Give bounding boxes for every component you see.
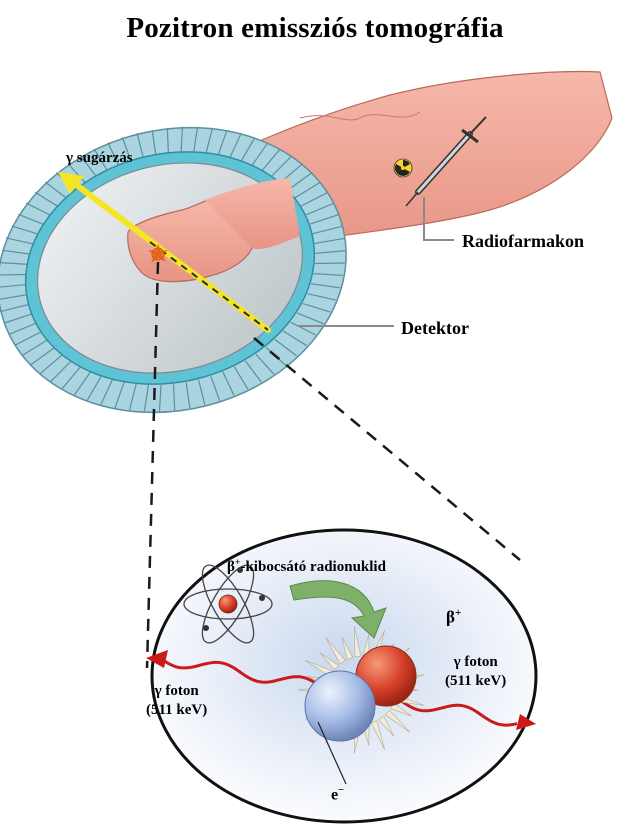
- beta-sign: +: [455, 607, 461, 619]
- radiation-symbol-icon: [394, 159, 412, 177]
- electron-label: e−: [331, 785, 344, 804]
- radiopharmaceutical-label: Radiofarmakon: [462, 231, 584, 252]
- emitter-symbol: β: [227, 559, 235, 575]
- photon-left-label: γ foton (511 keV): [146, 682, 207, 720]
- photon-right-line1: γ foton: [445, 653, 506, 672]
- photon-left-line2: (511 keV): [146, 701, 207, 720]
- page-title: Pozitron emissziós tomográfia: [0, 12, 630, 45]
- detector-label: Detektor: [401, 318, 469, 339]
- positron-label: β+: [446, 607, 461, 628]
- photon-right-label: γ foton (511 keV): [445, 653, 506, 691]
- gamma-radiation-label: γ sugárzás: [66, 150, 133, 167]
- emitter-label: β+-kibocsátó radionuklid: [227, 557, 386, 576]
- electron-sign: −: [338, 785, 344, 796]
- photon-right-line2: (511 keV): [445, 672, 506, 691]
- electron-sphere-icon: [305, 671, 375, 741]
- emitter-text: -kibocsátó radionuklid: [240, 559, 385, 575]
- beta-symbol: β: [446, 608, 455, 627]
- photon-left-line1: γ foton: [146, 682, 207, 701]
